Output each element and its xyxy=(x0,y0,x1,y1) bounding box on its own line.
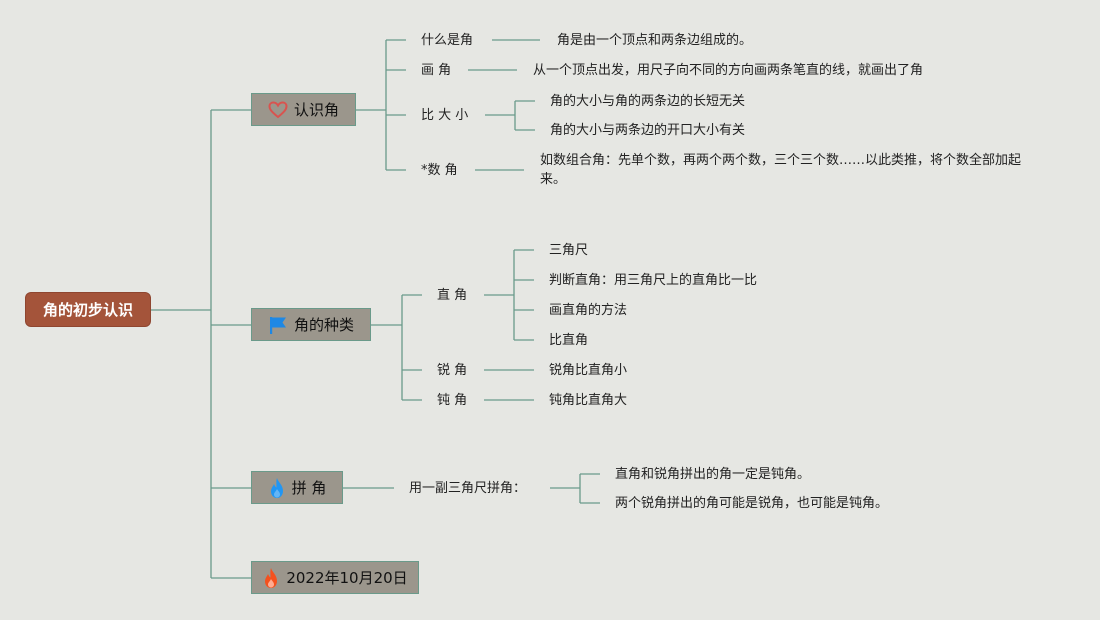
blue-flag-icon xyxy=(268,315,288,335)
topic-detail: 两个锐角拼出的角可能是锐角，也可能是钝角。 xyxy=(615,496,889,511)
root-topic[interactable]: 角的初步认识 xyxy=(26,293,150,326)
topic-detail: 角的大小与两条边的开口大小有关 xyxy=(550,123,746,138)
topic-detail: 判断直角：用三角尺上的直角比一比 xyxy=(549,273,758,288)
topic-detail: 角是由一个顶点和两条边组成的。 xyxy=(557,33,753,48)
branch-recognize-angle[interactable]: 认识角 xyxy=(251,93,356,126)
topic-detail: 画直角的方法 xyxy=(549,303,628,318)
topic-detail: 直角和锐角拼出的角一定是钝角。 xyxy=(615,467,811,482)
branch-label: 认识角 xyxy=(293,101,339,119)
branch-date[interactable]: 2022年10月20日 xyxy=(251,561,419,594)
red-flame-icon xyxy=(262,567,280,589)
branch-label: 拼 角 xyxy=(291,479,327,497)
topic-what-is-angle[interactable]: 什么是角 xyxy=(421,33,474,48)
branch-label: 2022年10月20日 xyxy=(286,569,408,587)
topic-detail: 锐角比直角小 xyxy=(549,363,628,378)
blue-flame-icon xyxy=(268,477,286,499)
topic-compare-size[interactable]: 比 大 小 xyxy=(421,108,469,123)
branch-label: 角的种类 xyxy=(293,316,354,334)
topic-detail: 比直角 xyxy=(549,333,589,348)
topic-detail: 三角尺 xyxy=(549,243,589,258)
branch-combine-angles[interactable]: 拼 角 xyxy=(251,471,343,504)
topic-detail: 如数组合角：先单个数，再两个两个数，三个三个数……以此类推，将个数全部加起来。 xyxy=(540,153,1022,187)
topic-detail: 钝角比直角大 xyxy=(549,393,628,408)
topic-right-angle[interactable]: 直 角 xyxy=(437,288,468,303)
topic-count-angles[interactable]: *数 角 xyxy=(421,163,458,178)
branch-angle-types[interactable]: 角的种类 xyxy=(251,308,371,341)
root-topic-label: 角的初步认识 xyxy=(42,301,133,319)
topic-acute-angle[interactable]: 锐 角 xyxy=(437,363,468,378)
topic-obtuse-angle[interactable]: 钝 角 xyxy=(437,393,468,408)
topic-detail: 角的大小与角的两条边的长短无关 xyxy=(550,94,746,109)
topic-set-square-combine[interactable]: 用一副三角尺拼角： xyxy=(409,481,527,496)
heart-outline-icon xyxy=(268,100,288,119)
topic-draw-angle[interactable]: 画 角 xyxy=(421,63,452,78)
topic-detail: 从一个顶点出发，用尺子向不同的方向画两条笔直的线，就画出了角 xyxy=(533,63,924,78)
